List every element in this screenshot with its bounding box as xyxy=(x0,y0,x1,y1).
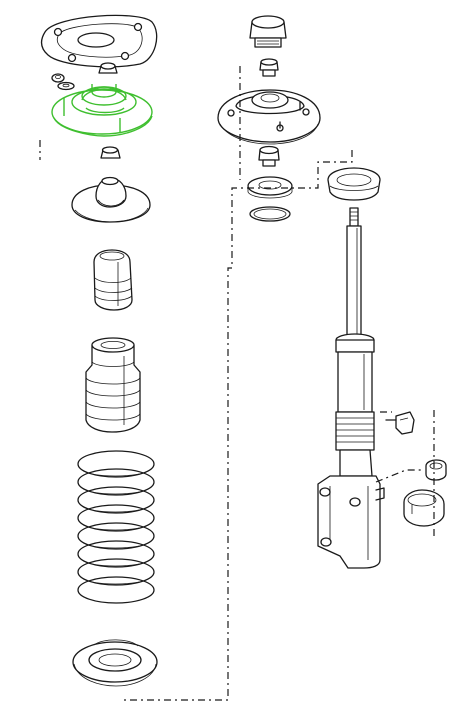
upper-mount-assembly-left[interactable] xyxy=(51,84,153,137)
mount-nut-small-left xyxy=(51,73,65,83)
upper-gasket-plate xyxy=(40,14,158,68)
o-ring-mid xyxy=(249,206,291,222)
brake-hose-clip xyxy=(385,411,415,435)
upper-mount-mid xyxy=(217,89,321,145)
bushing-large xyxy=(403,489,445,527)
leader-line-clip xyxy=(375,469,424,483)
lock-nut-mid xyxy=(258,145,280,167)
dust-boot xyxy=(85,337,141,433)
bump-stop xyxy=(93,249,133,311)
strut-top-collar xyxy=(327,167,381,201)
mount-nut-upper xyxy=(98,62,118,74)
bearing-mid xyxy=(247,176,293,199)
mount-washer-left xyxy=(57,81,75,91)
spring-upper-seat xyxy=(71,176,151,223)
piston-rod xyxy=(346,207,362,337)
strut-body xyxy=(335,333,375,477)
strut-bracket xyxy=(317,475,385,569)
mount-nut-small-mid xyxy=(259,58,279,77)
coil-spring xyxy=(77,450,155,604)
bushing-small xyxy=(425,459,447,481)
spring-lower-seat xyxy=(72,639,158,687)
mount-nut-lower-left xyxy=(100,146,121,159)
top-nut-cap xyxy=(249,15,287,48)
assembly-guide-line xyxy=(120,150,353,701)
